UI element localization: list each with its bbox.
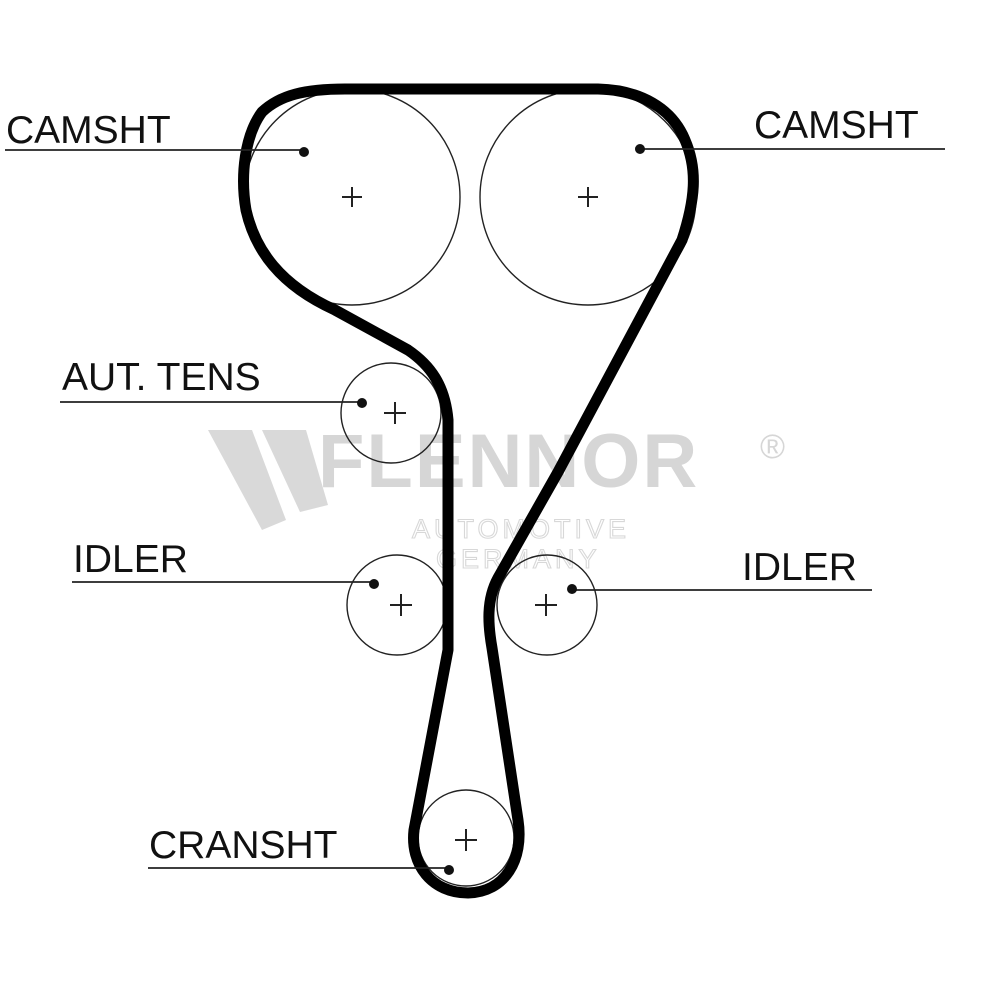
label-idler-right: IDLER	[742, 546, 857, 589]
label-idler-left: IDLER	[73, 538, 188, 581]
leader-crankshaft	[148, 865, 454, 875]
leader-camshaft-right	[635, 144, 945, 154]
pulley-idler-left	[346, 554, 448, 656]
label-camshaft-right: CAMSHT	[754, 104, 919, 147]
watermark-brand: FLENNOR	[318, 419, 699, 504]
timing-belt	[238, 83, 699, 899]
label-crankshaft: CRANSHT	[149, 824, 338, 867]
pulley-idler-right	[496, 554, 598, 656]
leader-auto-tensioner	[60, 398, 367, 408]
watermark: FLENNOR ® AUTOMOTIVE GERMANY	[208, 419, 785, 575]
watermark-registered-mark: ®	[760, 428, 785, 466]
pulley-crankshaft	[417, 789, 515, 887]
pulley-auto-tensioner	[340, 362, 442, 464]
watermark-logo-mark	[208, 430, 328, 530]
leader-idler-left	[72, 579, 379, 589]
leader-idler-right	[567, 584, 872, 594]
label-camshaft-left: CAMSHT	[6, 109, 171, 152]
label-auto-tensioner: AUT. TENS	[62, 356, 261, 399]
leader-camshaft-left	[5, 147, 309, 157]
